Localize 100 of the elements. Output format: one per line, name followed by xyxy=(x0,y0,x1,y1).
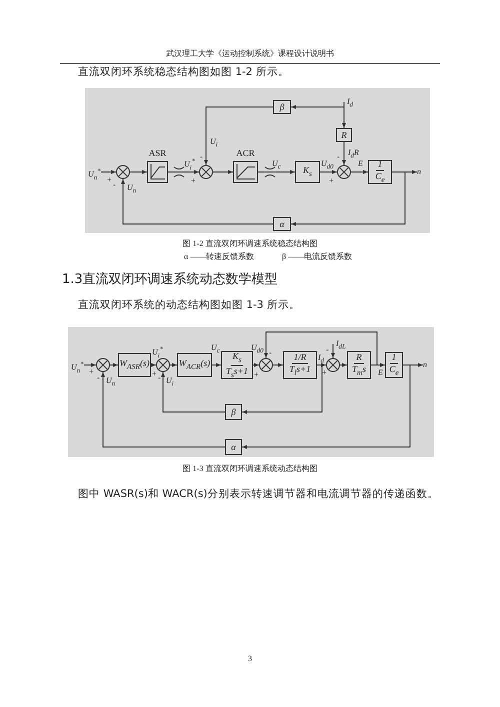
running-header: 武汉理工大学《运动控制系统》课程设计说明书 xyxy=(166,50,334,59)
sign-label: - xyxy=(97,374,100,383)
sign-label: - xyxy=(158,374,161,383)
signal-arrow xyxy=(110,363,118,367)
caption-note: β ——电流反馈系数 xyxy=(282,253,352,262)
summing-junction xyxy=(96,358,110,372)
signal-label: U$_{c}$ xyxy=(272,160,281,171)
signal-label: I$_{dL}$ xyxy=(333,338,349,350)
transfer-block xyxy=(347,351,371,379)
section-heading: 1.3直流双闭环调速系统动态数学模型 xyxy=(62,273,278,288)
body-text: 图中 WASR(s)和 WACR(s)分别表示转速调节器和电流调节器的传递函数。 xyxy=(78,489,438,501)
signal-arrow xyxy=(342,142,346,166)
signal-arrow xyxy=(340,363,348,367)
sign-label: + xyxy=(322,369,327,378)
block-text: β xyxy=(280,102,284,112)
signal-label: U$_{n}$ xyxy=(106,377,116,388)
signal-arrow xyxy=(320,170,338,174)
block-label: ACR xyxy=(236,149,255,158)
signal-arrow xyxy=(161,372,226,412)
signal-label: n xyxy=(417,166,425,178)
block-text: K$_{s}$ xyxy=(303,166,312,178)
signal-label: U$_{i}$ xyxy=(166,377,174,388)
block-text: β xyxy=(231,408,236,416)
sign-label: - xyxy=(269,349,272,358)
fraction-numerator: 1 xyxy=(376,160,384,172)
sign-label: - xyxy=(200,153,203,162)
signal-label: I$_{d}$R xyxy=(348,149,359,160)
signal-arrow xyxy=(252,363,260,367)
page-number: 3 xyxy=(248,655,252,664)
sign-label: - xyxy=(337,153,340,162)
summing-junction xyxy=(259,358,273,372)
signal-arrow xyxy=(264,332,378,366)
block-label: ASR xyxy=(148,149,166,158)
body-text: 直流双闭环系统的动态结构图如图 1-3 所示。 xyxy=(78,300,300,312)
signal-arrow xyxy=(101,372,226,448)
signal-label: I$_{d}$ xyxy=(344,96,358,108)
signal-arrow xyxy=(212,363,222,367)
signal-arrow xyxy=(204,106,274,166)
signal-label: E xyxy=(358,160,363,169)
figure-caption: 图 1-3 直流双闭环调速系统动态结构图 xyxy=(182,465,318,474)
fraction-numerator: K$_{s}$ xyxy=(230,352,244,366)
transfer-block xyxy=(225,439,242,455)
signal-label: U$_{i}$ xyxy=(210,138,218,149)
signal-label: I$_{d}$ xyxy=(318,354,324,365)
caption-note: α ——转速反馈系数 xyxy=(184,253,254,262)
signal-arrow xyxy=(242,364,322,414)
transfer-block xyxy=(177,353,212,377)
signal-label: E xyxy=(378,369,383,378)
signal-arrow xyxy=(168,170,200,174)
transfer-block xyxy=(221,351,253,379)
block-text: W$_{ACR}$(s) xyxy=(178,359,210,371)
signal-arrow xyxy=(258,170,296,174)
signal-arrow xyxy=(84,363,96,367)
signal-arrow xyxy=(331,344,335,358)
signal-label: U$_{d0}$ xyxy=(321,160,334,171)
sign-label: - xyxy=(326,346,329,355)
sign-label: + xyxy=(191,177,196,186)
block-text: W$_{ASR}$(s) xyxy=(120,359,150,371)
transfer-block xyxy=(225,404,242,420)
signal-label: U$_{n}$ xyxy=(127,184,136,195)
signal-arrow xyxy=(170,363,178,367)
transfer-block xyxy=(273,217,291,231)
signal-label: n xyxy=(423,359,431,371)
fraction-numerator: 1/R xyxy=(292,353,308,364)
summing-junction xyxy=(326,358,340,372)
transfer-block xyxy=(283,351,317,379)
fraction-numerator: 1 xyxy=(390,353,398,364)
transfer-block xyxy=(336,128,352,142)
fraction-denominator: T$_{m}$s xyxy=(351,364,367,377)
sign-label: + xyxy=(89,368,94,377)
sign-label: - xyxy=(113,181,116,190)
signal-arrow xyxy=(290,102,344,109)
transfer-block xyxy=(295,161,320,183)
signal-arrow xyxy=(290,172,406,226)
transfer-block xyxy=(385,352,403,378)
signal-arrow xyxy=(130,170,148,174)
block-text: α xyxy=(280,220,284,228)
fraction-denominator: C$_{e}$ xyxy=(388,364,400,377)
sign-label: + xyxy=(152,370,157,379)
figure-caption: 图 1-2 直流双闭环调速系统稳态结构图 xyxy=(182,240,318,249)
signal-arrow xyxy=(272,363,284,367)
signal-arrow xyxy=(121,178,274,224)
signal-arrow xyxy=(100,170,116,174)
fraction-numerator: R xyxy=(354,353,364,364)
body-text: 直流双闭环系统稳态结构图如图 1-2 所示。 xyxy=(78,67,289,79)
fraction-denominator: T$_{l}$s+1 xyxy=(288,364,312,377)
summing-junction xyxy=(116,165,130,179)
signal-arrow xyxy=(350,170,368,174)
signal-arrow xyxy=(242,364,410,449)
sign-label: + xyxy=(254,371,259,380)
transfer-block xyxy=(273,100,291,114)
summing-junction xyxy=(337,165,351,179)
summing-junction xyxy=(199,165,213,179)
signal-arrow xyxy=(212,170,234,174)
signal-arrow xyxy=(150,363,156,367)
signal-label: U$_{c}$ xyxy=(211,344,220,355)
transfer-block xyxy=(368,160,392,184)
block-text: R xyxy=(341,130,347,140)
fraction-denominator: C$_{e}$ xyxy=(374,171,386,184)
sign-label: + xyxy=(107,176,112,185)
